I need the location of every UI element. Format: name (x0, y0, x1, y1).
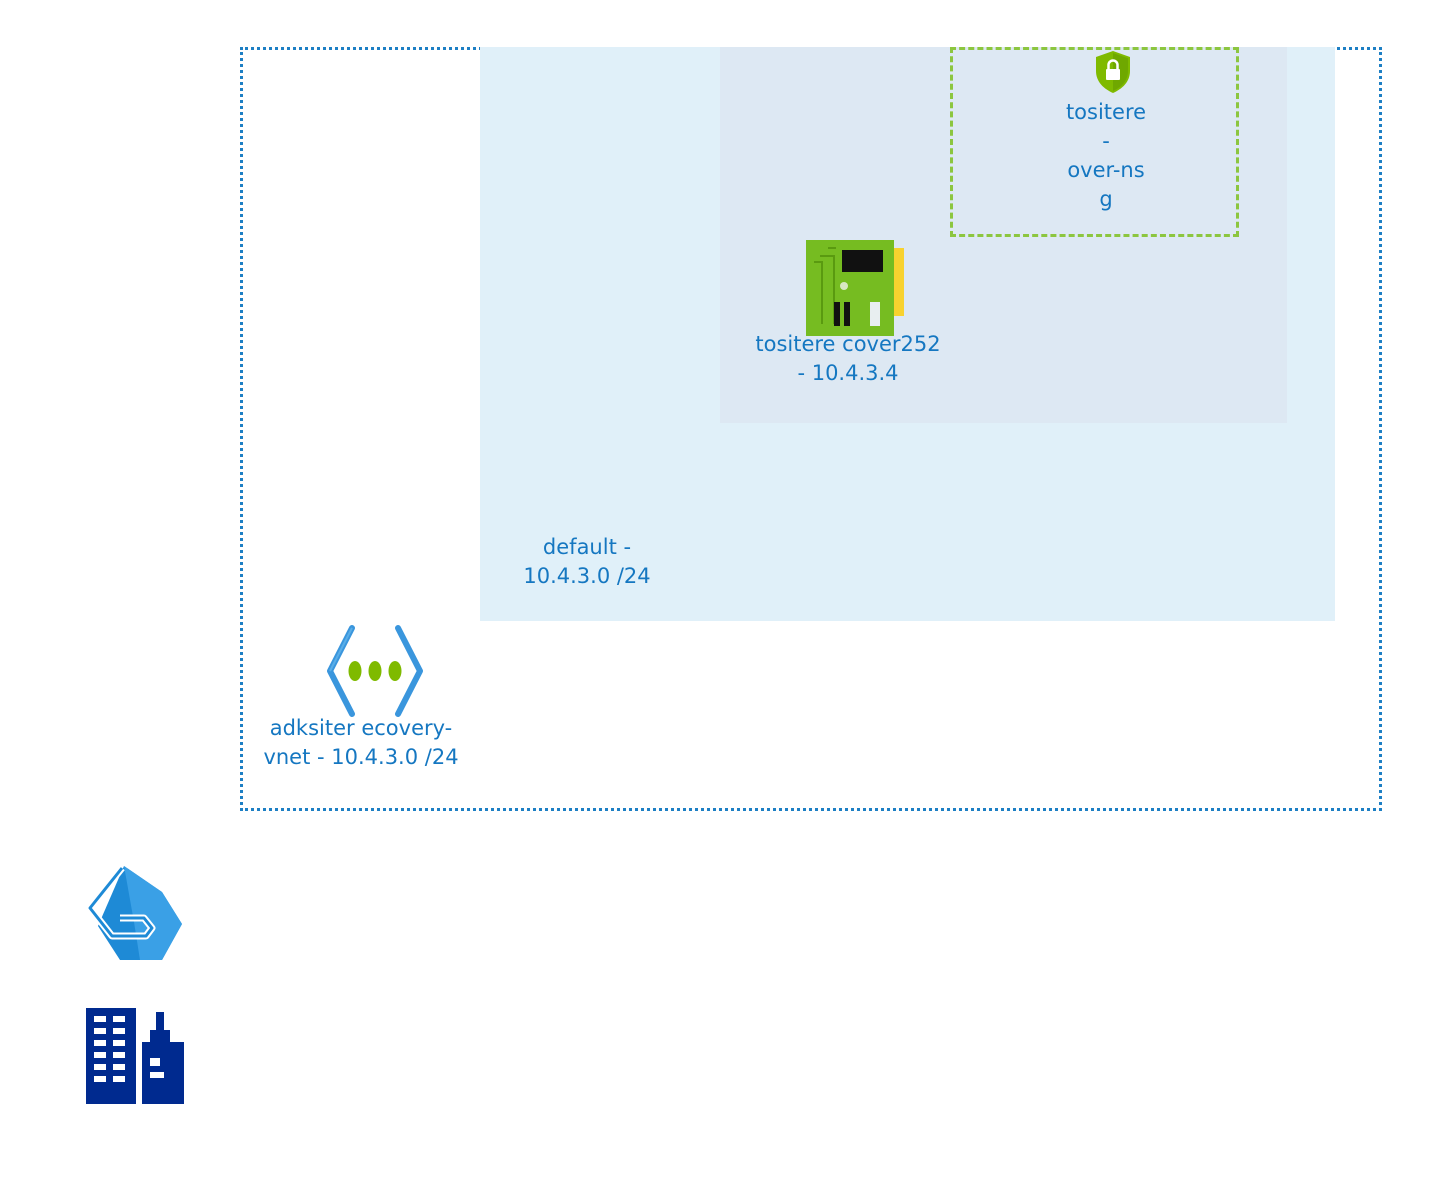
nic-label-line: - 10.4.3.4 (797, 361, 899, 385)
buildings-icon[interactable] (86, 1008, 186, 1106)
nsg-container[interactable] (950, 47, 1239, 237)
nsg-label-line: over-ns (1067, 158, 1145, 182)
nic-label-line: tositere cover252 (755, 332, 941, 356)
vnet-label-line: adksiter ecovery- (269, 716, 453, 740)
subnet-label: default - 10.4.3.0 /24 (512, 533, 662, 591)
network-interface-icon[interactable] (806, 240, 906, 336)
nsg-label-line: - (1102, 129, 1110, 153)
subnet-label-line: default - (542, 535, 632, 559)
subnet-label-line: 10.4.3.0 /24 (523, 564, 651, 588)
virtual-network-icon[interactable] (324, 624, 426, 718)
nsg-label-line: tositere (1065, 100, 1147, 124)
vnet-label-line: vnet - 10.4.3.0 /24 (263, 745, 459, 769)
nic-label: tositere cover252 - 10.4.3.4 (738, 330, 958, 388)
nsg-label-line: g (1099, 187, 1113, 211)
nsg-label: tositere - over-ns g (1046, 98, 1166, 214)
resource-group-icon[interactable] (84, 862, 186, 962)
shield-lock-icon[interactable] (1094, 49, 1132, 95)
vnet-label: adksiter ecovery- vnet - 10.4.3.0 /24 (256, 714, 466, 772)
